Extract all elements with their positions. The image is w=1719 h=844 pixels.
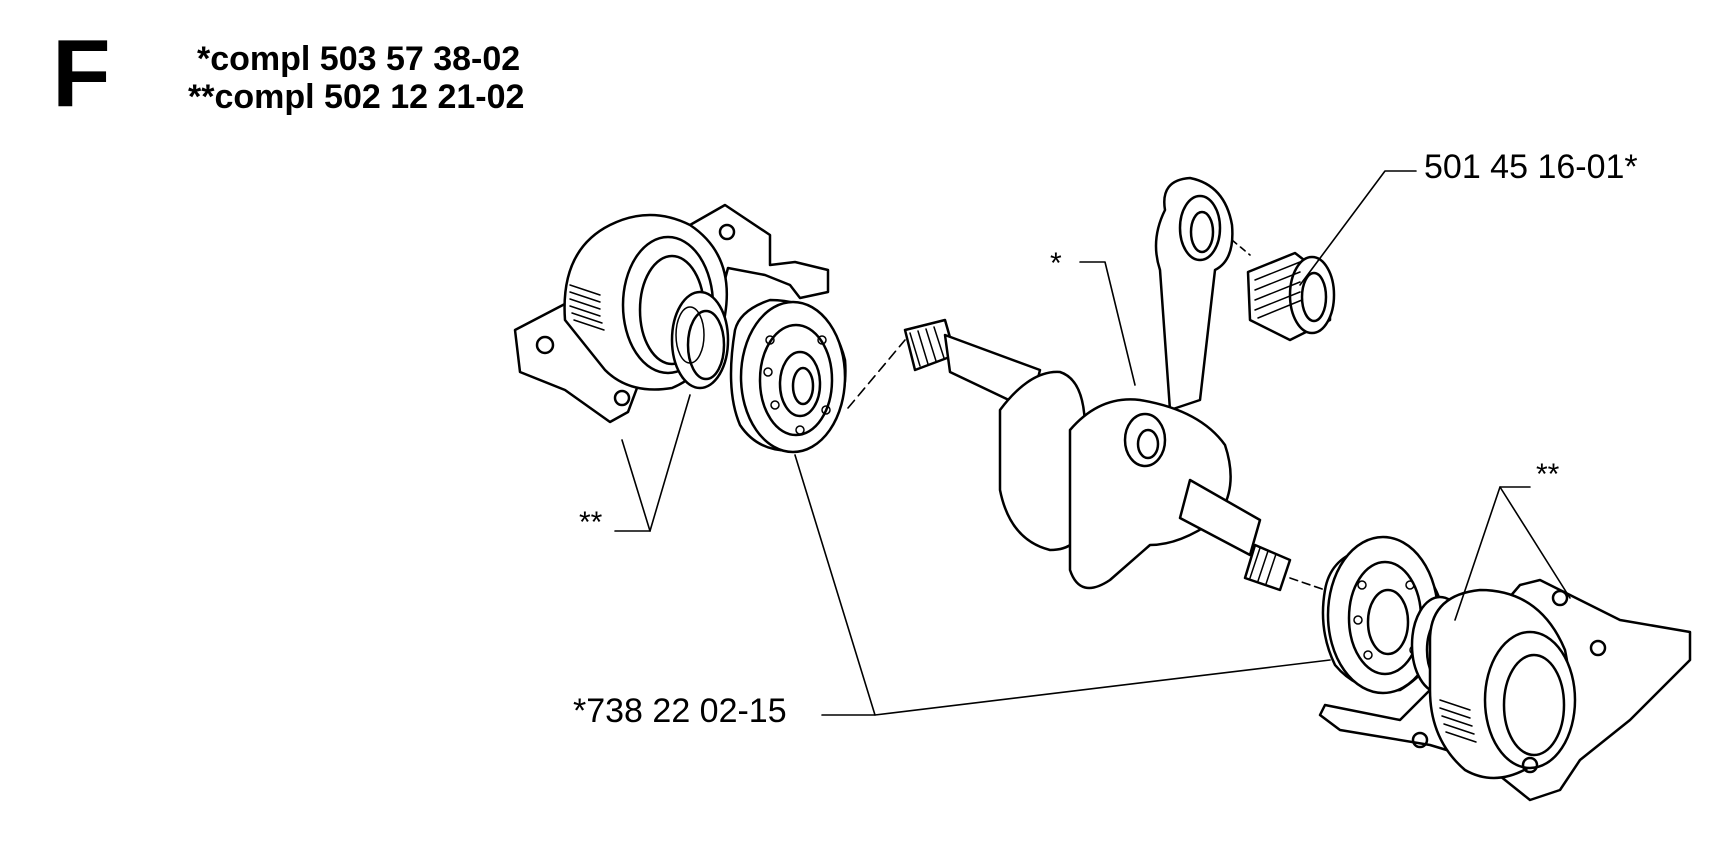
callout-left-seal-group: ** xyxy=(579,506,603,539)
leader-lines xyxy=(614,170,1571,716)
right-bearing-housing xyxy=(1318,578,1692,802)
sheet-letter: F xyxy=(52,20,111,127)
kit-label-1: *compl 503 57 38-02 xyxy=(197,40,521,78)
needle-bearing xyxy=(1246,251,1336,342)
callout-ball-bearing: *738 22 02-15 xyxy=(573,692,787,730)
crankshaft xyxy=(903,176,1292,592)
callout-right-seal-group: ** xyxy=(1536,458,1560,491)
kit-label-2: **compl 502 12 21-02 xyxy=(188,78,525,116)
left-ball-bearing xyxy=(729,298,847,454)
callout-needle-bearing: 501 45 16-01* xyxy=(1424,148,1638,186)
callout-crankshaft: * xyxy=(1050,247,1062,280)
left-seal-ring xyxy=(670,290,730,390)
